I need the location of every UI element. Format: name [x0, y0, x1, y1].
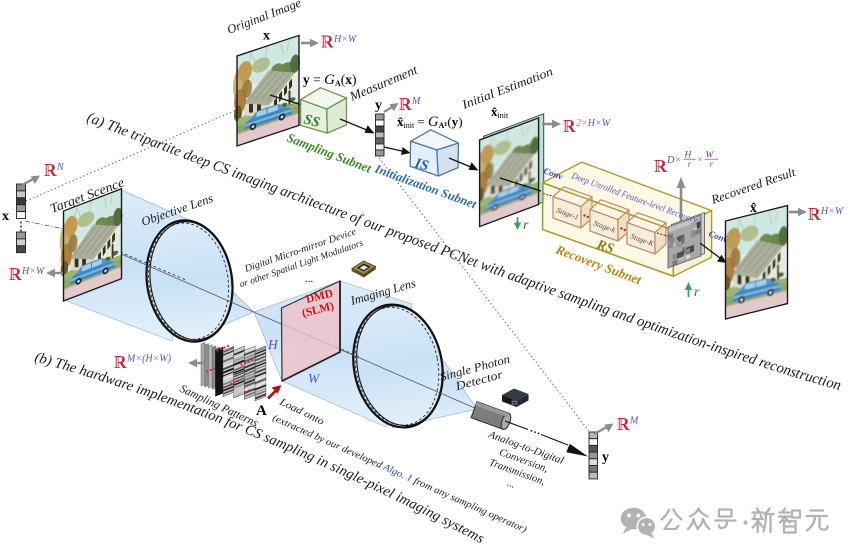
- svg-text:R: R: [654, 156, 668, 176]
- svg-text:R: R: [399, 94, 412, 114]
- svg-text:R: R: [9, 264, 22, 284]
- svg-text:R: R: [44, 160, 57, 180]
- svg-text:M: M: [411, 96, 421, 107]
- svg-text:y: y: [602, 450, 609, 465]
- svg-text:N: N: [56, 162, 65, 173]
- svg-text:...: ...: [305, 273, 314, 285]
- svg-text:×: ×: [698, 156, 703, 166]
- svg-text:H×W: H×W: [333, 34, 358, 45]
- svg-text:H: H: [684, 151, 693, 161]
- svg-text:A: A: [256, 403, 267, 419]
- svg-text:W: W: [308, 371, 321, 386]
- svg-text:H×W: H×W: [21, 266, 46, 277]
- svg-text:r: r: [688, 160, 692, 170]
- svg-text:r: r: [523, 218, 529, 233]
- svg-text:W: W: [706, 151, 715, 161]
- svg-text:RS: RS: [594, 237, 616, 257]
- svg-text:R: R: [617, 414, 630, 434]
- svg-text:r: r: [694, 285, 700, 300]
- svg-text:...: ...: [506, 478, 517, 491]
- svg-text:D×: D×: [666, 155, 682, 166]
- svg-text:R: R: [808, 204, 821, 224]
- svg-text:y: y: [375, 98, 382, 113]
- svg-text:x̂init = GAᵀ(y): x̂init = GAᵀ(y): [397, 114, 463, 130]
- svg-text:Sampling Subnet: Sampling Subnet: [285, 130, 374, 176]
- svg-text:H: H: [267, 337, 279, 352]
- svg-text:R: R: [563, 116, 576, 136]
- svg-text:Initial Estimation: Initial Estimation: [459, 64, 555, 112]
- svg-text:R: R: [114, 352, 127, 372]
- svg-text:x: x: [263, 29, 270, 44]
- svg-text:x: x: [2, 209, 9, 224]
- svg-text:R: R: [321, 32, 334, 52]
- svg-text:r: r: [710, 160, 714, 170]
- svg-text:SS: SS: [302, 111, 322, 131]
- svg-text:M: M: [629, 416, 639, 427]
- svg-text:IS: IS: [412, 155, 430, 174]
- svg-text:x̂init: x̂init: [491, 104, 509, 120]
- svg-text:y = GA(x): y = GA(x): [303, 72, 357, 88]
- svg-text:H×W: H×W: [820, 206, 845, 217]
- svg-text:2×H×W: 2×H×W: [576, 118, 612, 129]
- svg-text:M×(H×W): M×(H×W): [126, 354, 172, 365]
- svg-text:x̂: x̂: [750, 200, 757, 215]
